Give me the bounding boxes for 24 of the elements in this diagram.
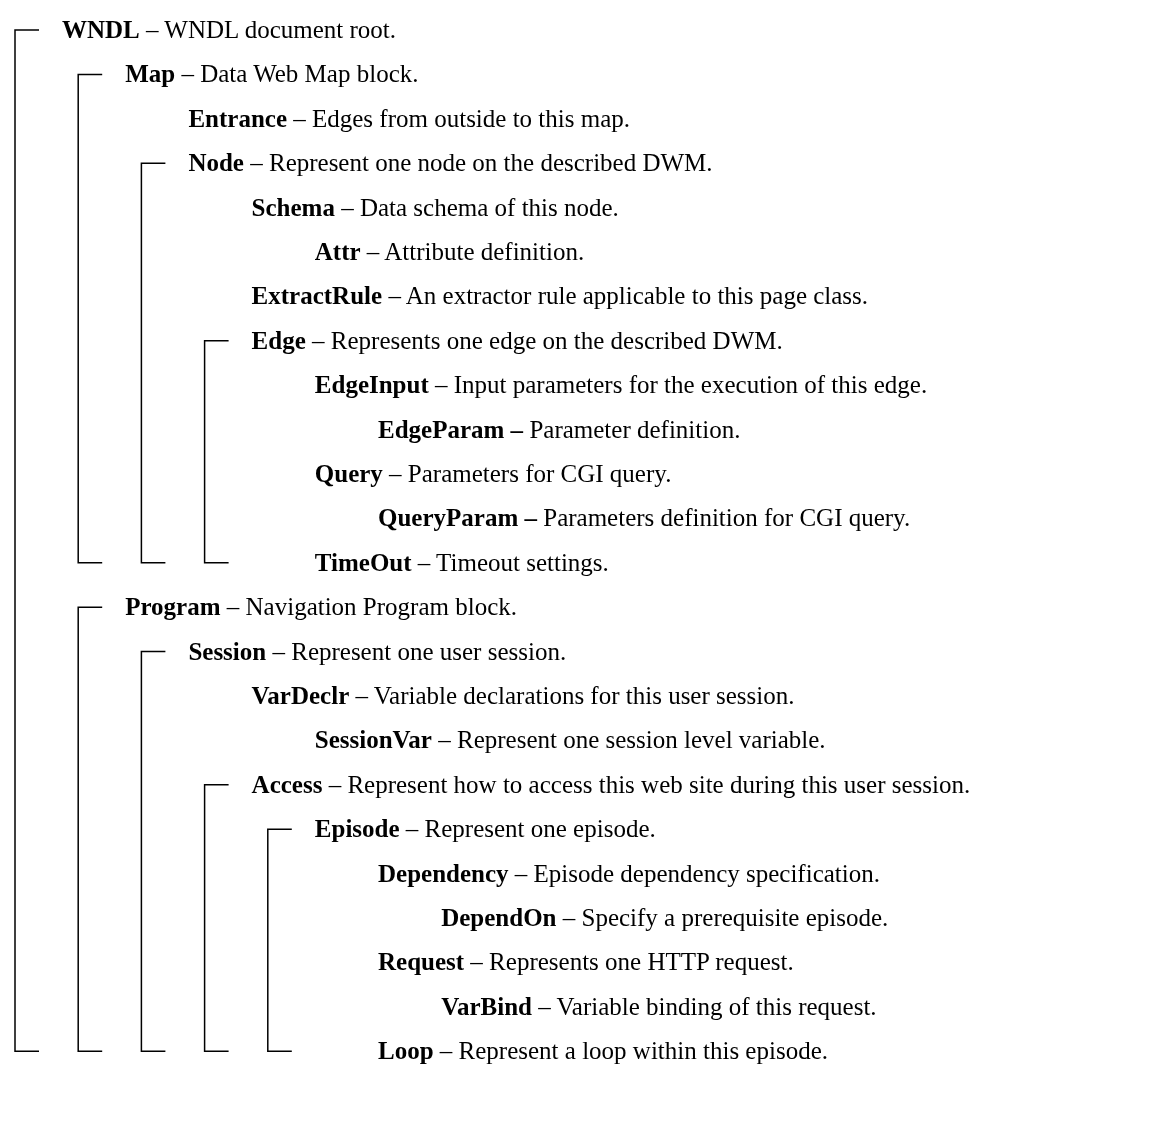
tree-entry: Schema – Data schema of this node.: [251, 192, 619, 223]
tree-entry: VarBind – Variable binding of this request.: [441, 991, 877, 1022]
tree-entry: Access – Represent how to access this web site during this user session.: [251, 769, 971, 800]
tree-entry: Entrance – Edges from outside to this map.: [188, 103, 631, 134]
tree-entry: Request – Represents one HTTP request.: [378, 947, 794, 978]
tree-entry: Attr – Attribute definition.: [314, 237, 585, 267]
tree-entry: Program – Navigation Program block.: [125, 592, 517, 623]
tree-entry: ExtractRule – An extractor rule applicable to this page class.: [251, 281, 869, 312]
tree-entry: VarDeclr – Variable declarations for this user session.: [251, 681, 795, 711]
tree-entry: Edge – Represents one edge on the described DWM.: [251, 325, 783, 356]
tree-entry: TimeOut – Timeout settings.: [314, 547, 609, 578]
tree-entry: Query – Parameters for CGI query.: [314, 459, 672, 489]
tree-entry: Loop – Represent a loop within this episode.: [378, 1036, 828, 1067]
tree-entry: EdgeInput – Input parameters for the execution of this edge.: [314, 370, 928, 401]
tree-entry: Node – Represent one node on the described DWM.: [188, 148, 713, 179]
tree-entry: Episode – Represent one episode.: [314, 814, 656, 845]
tree-entry: SessionVar – Represent one session level variable.: [314, 725, 826, 756]
tree-entry: WNDL – WNDL document root.: [62, 15, 396, 45]
tree-entry: Dependency – Episode dependency specification.: [378, 858, 880, 889]
tree-entry: Session – Represent one user session.: [188, 636, 567, 667]
tree-entry: EdgeParam – Parameter definition.: [378, 414, 741, 445]
tree-entry: DependOn – Specify a prerequisite episode.: [441, 903, 889, 933]
tree-entry: Map – Data Web Map block.: [125, 59, 419, 90]
tree-entry: QueryParam – Parameters definition for CGI query.: [378, 503, 911, 534]
